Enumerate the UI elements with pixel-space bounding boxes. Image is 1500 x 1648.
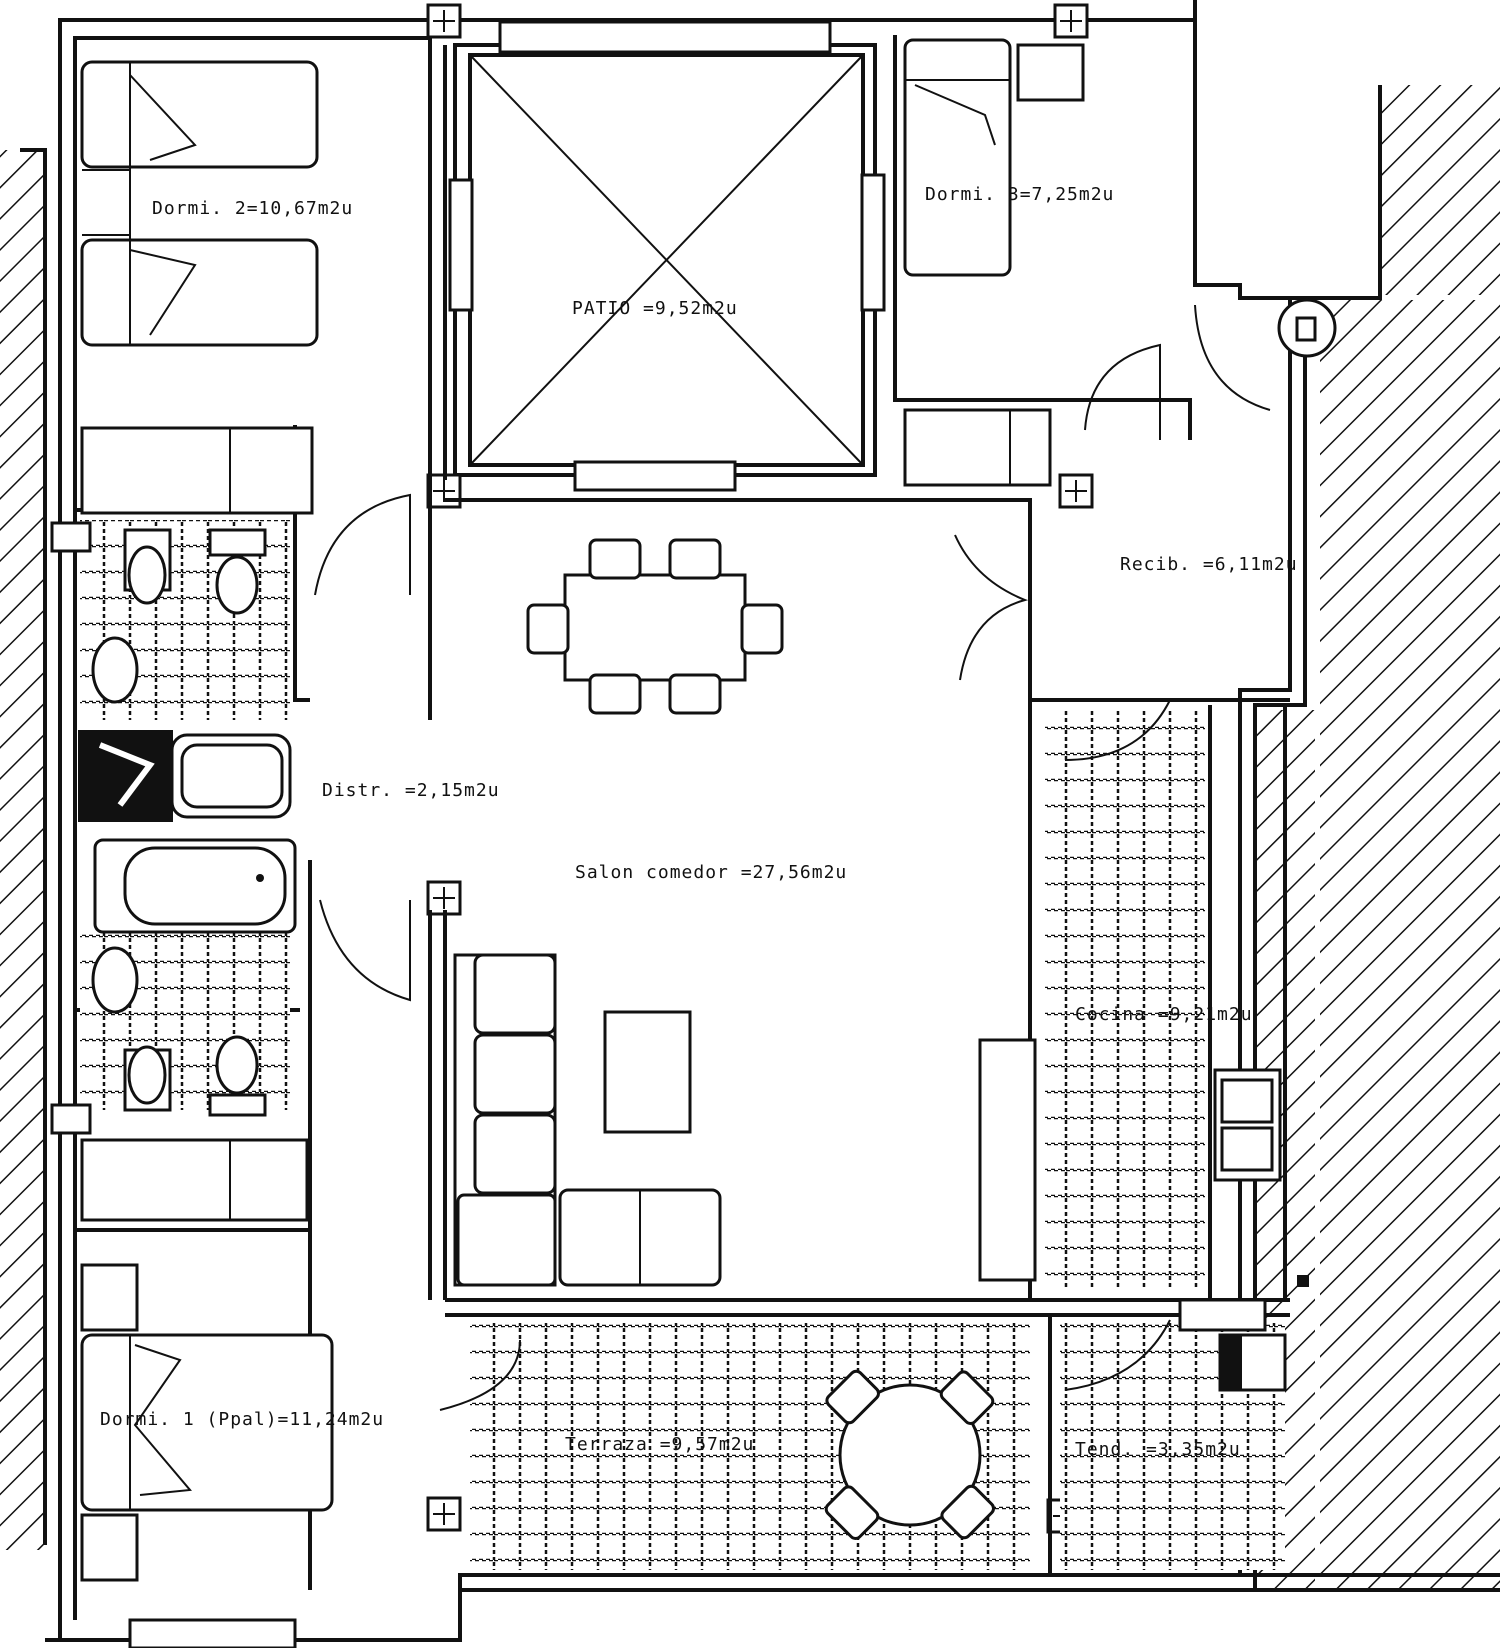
exterior-hatch-right-top	[1380, 85, 1500, 295]
label-terrace: Terraza =9,57m2u	[565, 1434, 754, 1455]
label-living-dining: Salon comedor =27,56m2u	[575, 862, 847, 883]
patio-window-right	[860, 173, 886, 312]
label-bedroom-2: Dormi. 2=10,67m2u	[152, 198, 353, 219]
dining-set	[526, 538, 784, 715]
label-hallway: Distr. =2,15m2u	[322, 780, 500, 801]
structural-columns	[426, 3, 1094, 1534]
label-bedroom-3: Dormi. 3=7,25m2u	[925, 184, 1114, 205]
label-patio: PATIO =9,52m2u	[572, 298, 738, 319]
bedroom-2-beds	[80, 60, 319, 347]
doors	[314, 298, 1337, 1411]
window-bottom	[128, 1618, 297, 1648]
wardrobes	[50, 426, 314, 1222]
bedroom-3-furniture	[903, 38, 1085, 487]
label-bedroom-1: Dormi. 1 (Ppal)=11,24m2u	[100, 1409, 384, 1430]
label-kitchen: Cocina =9,21m2u	[1075, 1004, 1253, 1025]
label-laundry: Tend. =3,35m2u	[1075, 1439, 1241, 1460]
patio-window-left	[448, 178, 474, 312]
patio-window-top	[498, 20, 832, 54]
interior-walls	[75, 35, 1290, 1590]
exterior-hatch-right	[1320, 300, 1500, 1590]
exterior-hatch-left	[0, 150, 45, 1550]
tiled-floor-kitchen	[1045, 710, 1205, 1290]
patio-window-bottom	[573, 460, 737, 492]
bathroom-fixtures	[78, 528, 297, 1117]
patio	[448, 20, 886, 492]
living-room-furniture	[453, 953, 1037, 1287]
label-entrance: Recib. =6,11m2u	[1120, 554, 1298, 575]
terrace-table	[824, 1369, 996, 1541]
kitchen-fixtures	[1178, 1068, 1309, 1392]
bedroom-1-furniture	[80, 1263, 334, 1582]
